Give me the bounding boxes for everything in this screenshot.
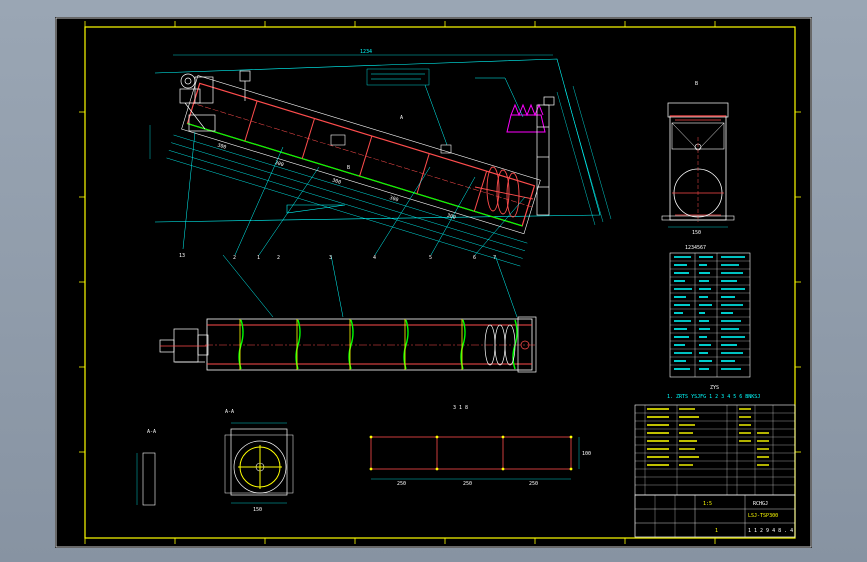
drawing-frame xyxy=(84,26,796,539)
svg-text:300: 300 xyxy=(446,213,456,221)
front-view-envelope xyxy=(154,58,601,223)
zone-ticks xyxy=(79,21,801,544)
slope-triangle xyxy=(286,204,346,214)
spacing-dim-2: 250 xyxy=(463,481,472,487)
svg-text:1234567: 1234567 xyxy=(685,245,706,251)
front-view[interactable]: 1234 300 300 300 300 300 xyxy=(149,49,612,267)
callout-4: 4 xyxy=(373,255,376,261)
side-top-box xyxy=(667,102,729,118)
spacing-detail[interactable]: 3 1 8 250 250 250 100 xyxy=(369,405,591,487)
discharge-hopper xyxy=(506,103,546,133)
trough-body: 300 300 300 300 300 xyxy=(166,75,541,267)
svg-text:300: 300 xyxy=(274,160,284,168)
callout-1: 1 xyxy=(257,255,260,261)
callout-2b: 2 xyxy=(277,255,280,261)
title-sheet: 1 xyxy=(715,528,718,534)
callout-leaders xyxy=(182,131,526,318)
plan-view[interactable] xyxy=(159,316,537,373)
title-block: RCHGJ LSJ-TSP300 1 1 2 9 4 8 . 4 1:5 1 xyxy=(634,494,796,538)
right-support xyxy=(536,96,555,216)
tech-notes: ZYS 1. ZRTS YSJFG 1 2 3 4 5 6 BNKSJ xyxy=(667,385,760,400)
svg-text:A-A: A-A xyxy=(147,429,156,435)
section-mark-b: B xyxy=(347,165,350,171)
title-drawing-no: 1 1 2 9 4 8 . 4 xyxy=(748,528,793,534)
svg-text:3 1 8: 3 1 8 xyxy=(453,405,468,411)
callout-6: 6 xyxy=(473,255,476,261)
plan-spiral-end xyxy=(484,316,537,373)
screw-spiral-end xyxy=(474,166,534,218)
spacing-dim-3: 250 xyxy=(529,481,538,487)
front-dim-total: 1234 xyxy=(360,49,372,55)
detail-small: A-A xyxy=(136,429,156,506)
plan-flights xyxy=(238,319,518,370)
svg-text:300: 300 xyxy=(389,195,399,203)
parts-list xyxy=(634,404,796,496)
title-company: RCHGJ xyxy=(753,501,768,507)
svg-text:300: 300 xyxy=(217,142,227,150)
plan-drive xyxy=(159,328,209,363)
front-notes xyxy=(330,68,524,154)
spacing-height: 100 xyxy=(582,451,591,457)
callout-7: 7 xyxy=(493,255,496,261)
svg-text:ZYS: ZYS xyxy=(710,385,719,391)
callout-5: 5 xyxy=(429,255,432,261)
incline-dims xyxy=(149,85,612,226)
drive-unit xyxy=(179,70,251,132)
side-dim-width: 150 xyxy=(692,230,701,236)
side-view-label: B xyxy=(695,81,698,87)
cad-canvas[interactable]: 1234 300 300 300 300 300 xyxy=(55,17,812,548)
callout-2a: 2 xyxy=(233,255,236,261)
svg-text:300: 300 xyxy=(331,177,341,185)
callout-numbers: 13 2 1 2 3 4 5 6 7 xyxy=(179,253,496,261)
title-standard: LSJ-TSP300 xyxy=(748,513,778,519)
drawing-sheet[interactable]: 1234 300 300 300 300 300 xyxy=(55,17,812,548)
title-scale: 1:5 xyxy=(703,501,712,507)
spacing-dim-1: 250 xyxy=(397,481,406,487)
detail-end-view[interactable]: A-A 150 xyxy=(224,409,294,513)
plan-ribs xyxy=(239,319,463,370)
callout-13: 13 xyxy=(179,253,185,259)
svg-text:A-A: A-A xyxy=(225,409,234,415)
callout-3: 3 xyxy=(329,255,332,261)
detail-dim: 150 xyxy=(253,507,262,513)
sheet-border xyxy=(55,17,812,548)
spec-table: 1234567 xyxy=(669,245,751,378)
section-mark-a: A xyxy=(400,115,403,121)
svg-text:1. ZRTS YSJFG 1 2 3 4 5 6 BN: 1. ZRTS YSJFG 1 2 3 4 5 6 BNKSJ xyxy=(667,394,760,400)
plan-trough xyxy=(206,318,533,371)
side-view[interactable]: B 150 xyxy=(661,81,735,236)
